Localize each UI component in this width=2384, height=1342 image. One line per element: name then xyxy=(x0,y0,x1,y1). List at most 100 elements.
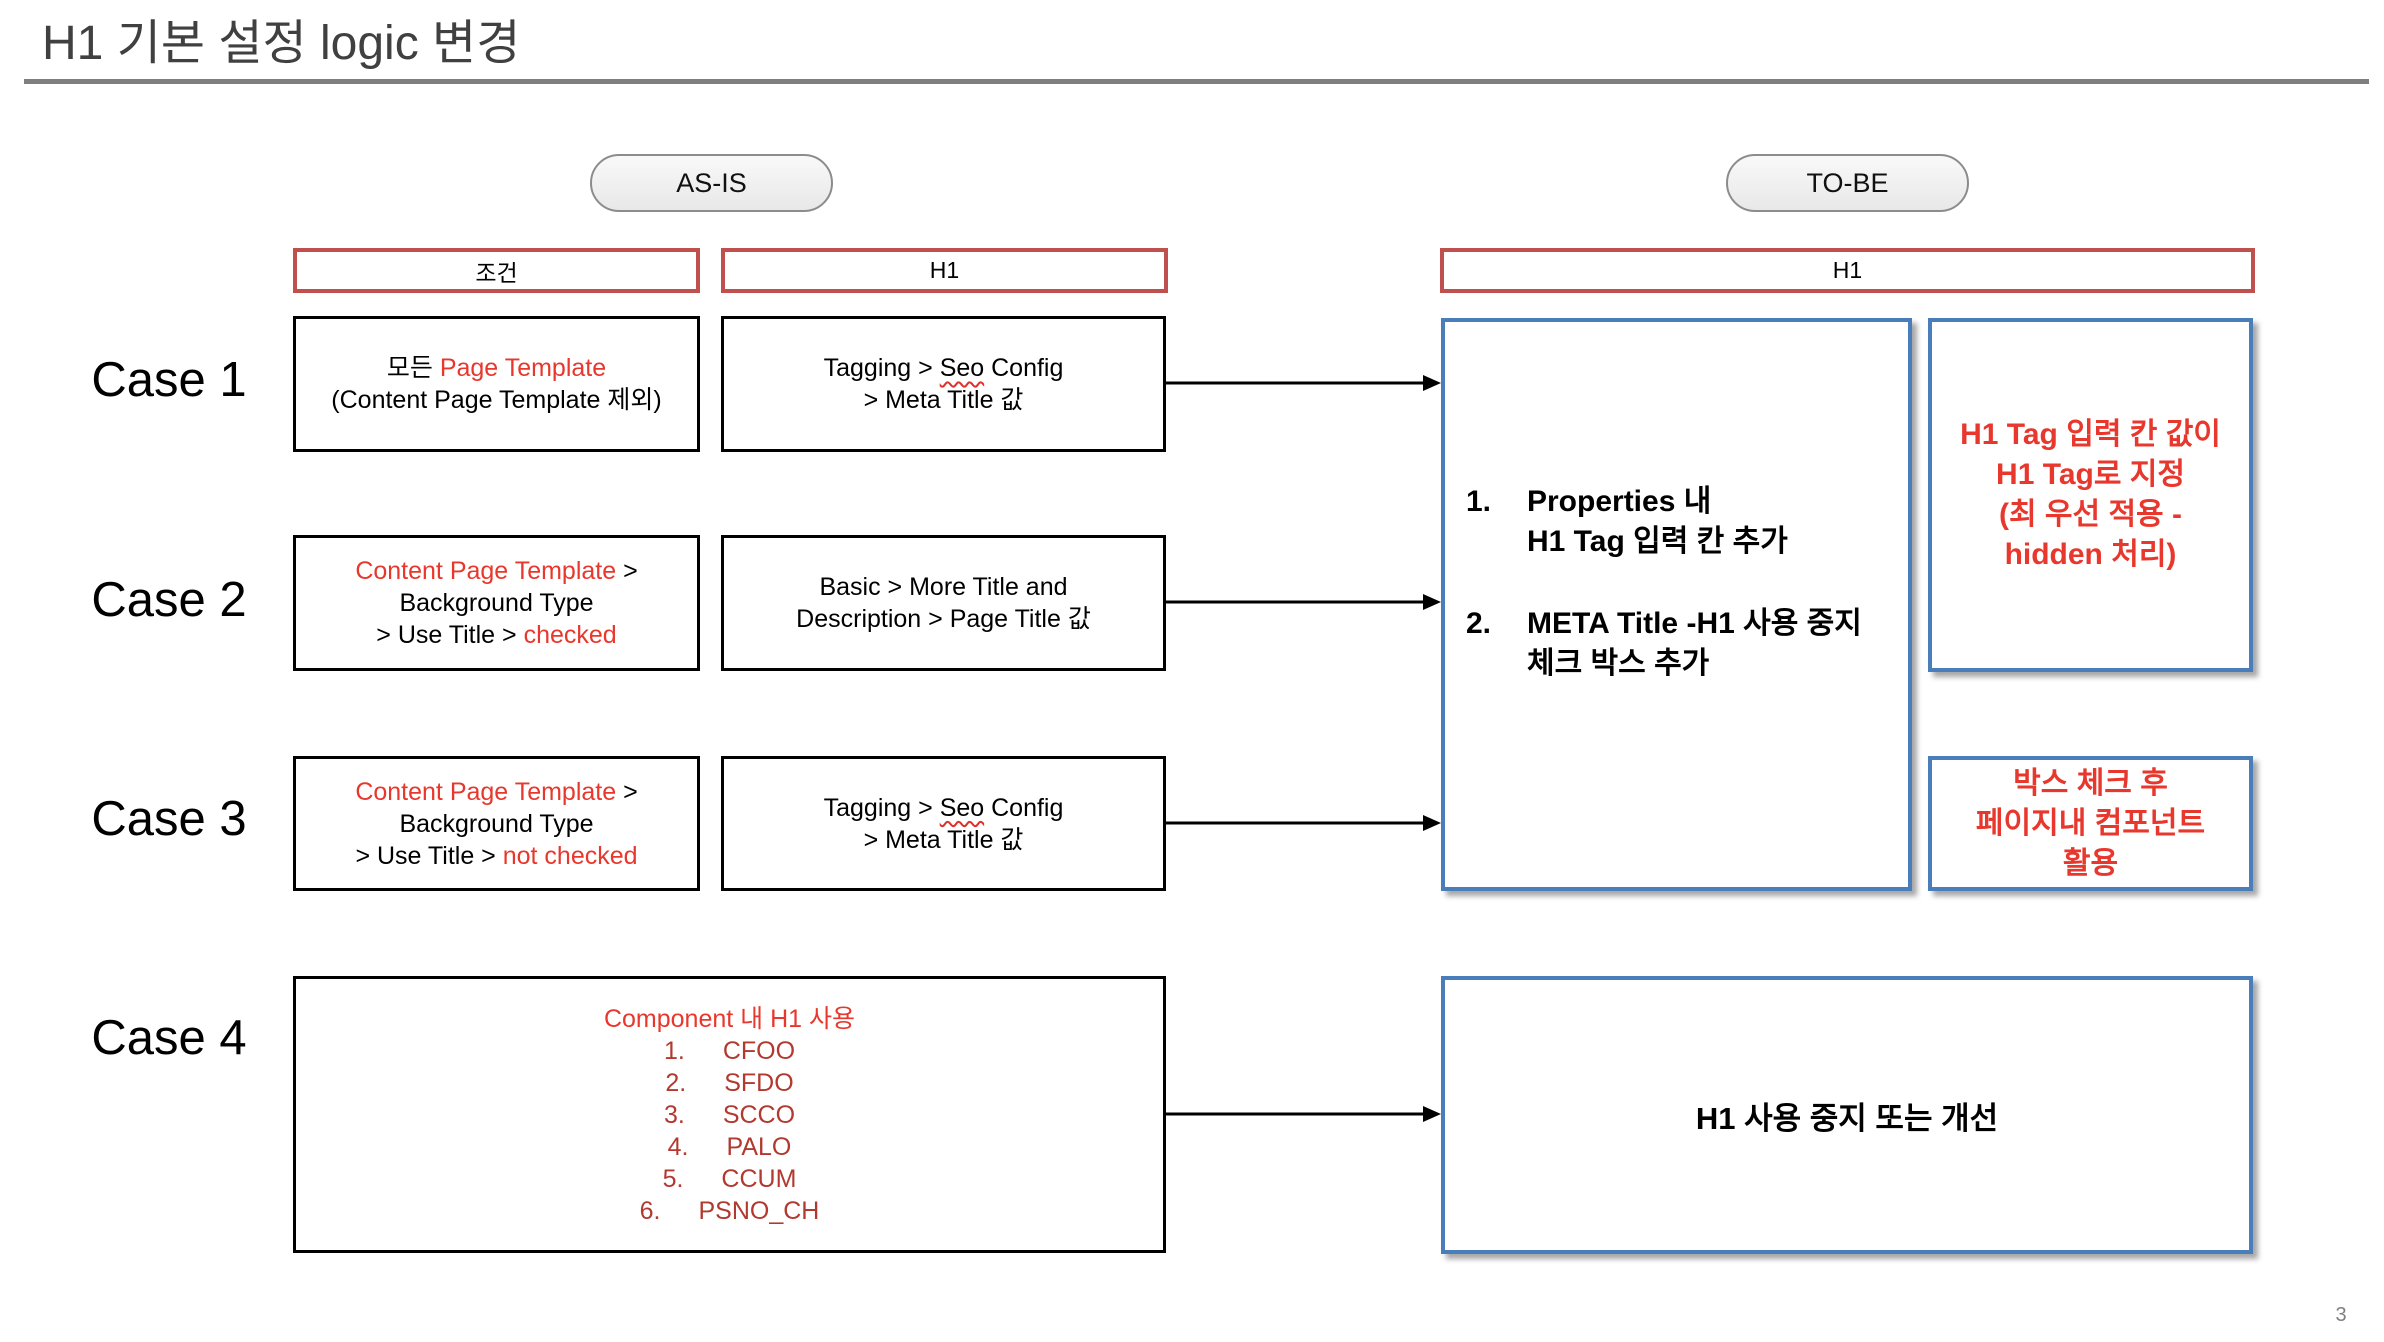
page-number: 3 xyxy=(2335,1304,2347,1326)
arrow-head xyxy=(1423,815,1441,831)
step-line: META Title -H1 사용 중지 xyxy=(1527,607,1862,640)
component-name: PSNO_CH xyxy=(698,1196,820,1225)
note-line: hidden 처리) xyxy=(2004,538,2177,571)
condition-text: 모든 xyxy=(386,354,440,382)
step-line: Properties 내 xyxy=(1527,485,1712,518)
condition-header-label: 조건 xyxy=(475,259,518,286)
component-list-item: 5. CCUM xyxy=(663,1163,797,1195)
case-1-label: Case 1 xyxy=(91,353,247,407)
condition-text: > xyxy=(616,557,638,585)
condition-line: > Use Title > checked xyxy=(376,619,616,651)
h1-source-line: Tagging > Seo Config xyxy=(824,792,1064,824)
case-4-result-text: H1 사용 중지 또는 개선 xyxy=(1695,1100,1999,1136)
h1-source-text: Tagging > xyxy=(823,354,940,382)
as-is-condition-header: 조건 xyxy=(293,248,700,293)
to-be-step-2: 2. META Title -H1 사용 중지 체크 박스 추가 xyxy=(1466,604,1902,684)
case-3-condition-box: Content Page Template > Background Type … xyxy=(293,756,700,891)
arrow-case-4 xyxy=(1166,1106,1441,1122)
case-2-label: Case 2 xyxy=(91,573,247,627)
list-number: 4. xyxy=(667,1132,689,1161)
h1-source-text: > Meta Title 값 xyxy=(863,386,1024,414)
note-line: 활용 xyxy=(2062,846,2119,880)
as-is-h1-header: H1 xyxy=(721,248,1168,293)
arrow-case-2 xyxy=(1166,594,1441,610)
step-line: 체크 박스 추가 xyxy=(1527,647,1710,680)
to-be-section-label: TO-BE xyxy=(1726,154,1969,212)
component-list-item: 3. SCCO xyxy=(664,1099,795,1131)
condition-line: 모든 Page Template xyxy=(387,352,606,384)
title-underline xyxy=(24,79,2369,84)
h1-source-line: > Meta Title 값 xyxy=(864,384,1024,416)
case-2-condition-box: Content Page Template > Background Type … xyxy=(293,535,700,671)
case-1-condition-box: 모든 Page Template (Content Page Template … xyxy=(293,316,700,452)
condition-line: Background Type xyxy=(399,587,593,619)
note-line: H1 Tag로 지정 xyxy=(1996,458,2185,491)
condition-text: > xyxy=(616,777,638,806)
step-number: 1. xyxy=(1466,485,1492,518)
slide-title: H1 기본 설정 logic 변경 xyxy=(42,17,521,70)
to-be-cases-1-3-box: 1. Properties 내 H1 Tag 입력 칸 추가 2. META T… xyxy=(1441,318,1912,891)
step-number: 2. xyxy=(1466,607,1492,640)
list-number: 2. xyxy=(665,1068,687,1097)
note-line: (최 우선 적용 - xyxy=(1999,498,2182,531)
component-list-title: Component 내 H1 사용 xyxy=(603,1004,856,1033)
condition-highlight: checked xyxy=(523,621,617,649)
condition-text: > Use Title > xyxy=(355,841,503,870)
list-number: 3. xyxy=(663,1100,685,1129)
h1-source-text: > Meta Title 값 xyxy=(863,825,1024,854)
condition-text: Background Type xyxy=(399,809,594,838)
note-line: 박스 체크 후 xyxy=(2013,766,2168,800)
component-list-item: 4.PALO xyxy=(668,1131,792,1163)
arrow-case-1 xyxy=(1166,375,1441,391)
h1-source-text: Tagging > xyxy=(823,793,940,822)
case-4-component-box: Component 내 H1 사용 1.CFOO 2. SFDO 3. SCCO 4… xyxy=(293,976,1166,1253)
condition-highlight: not checked xyxy=(502,841,638,870)
condition-line: Content Page Template > xyxy=(355,555,637,587)
case-4-label: Case 4 xyxy=(91,1011,247,1065)
list-number: 5. xyxy=(662,1164,684,1193)
as-is-label-text: AS-IS xyxy=(676,167,747,198)
arrow-case-3 xyxy=(1166,815,1441,831)
to-be-step-1: 1. Properties 내 H1 Tag 입력 칸 추가 xyxy=(1466,482,1902,562)
component-name: CCUM xyxy=(721,1164,797,1193)
condition-highlight: Content Page Template xyxy=(355,777,617,806)
as-is-h1-header-label: H1 xyxy=(929,257,960,283)
condition-highlight: Content Page Template xyxy=(355,557,617,585)
component-list-item: 1.CFOO xyxy=(664,1035,795,1067)
component-name: SCCO xyxy=(722,1100,796,1129)
h1-source-line: Basic > More Title and xyxy=(819,571,1067,603)
condition-highlight: Page Template xyxy=(439,354,607,382)
case-3-label: Case 3 xyxy=(91,792,247,846)
condition-text: (Content Page Template 제외) xyxy=(331,386,662,414)
to-be-label-text: TO-BE xyxy=(1806,167,1889,198)
case-3-h1-source-box: Tagging > Seo Config > Meta Title 값 xyxy=(721,756,1166,891)
note-line: H1 Tag 입력 칸 값이 xyxy=(1960,418,2221,451)
arrow-head xyxy=(1423,1106,1441,1122)
step-line: H1 Tag 입력 칸 추가 xyxy=(1527,525,1788,558)
spellcheck-flagged-word: Seo xyxy=(939,354,985,382)
to-be-steps: 1. Properties 내 H1 Tag 입력 칸 추가 2. META T… xyxy=(1466,482,1902,684)
component-list-item: 6. PSNO_CH xyxy=(640,1195,820,1227)
list-number: 6. xyxy=(639,1196,661,1225)
arrow-head xyxy=(1423,594,1441,610)
h1-source-text: Description > Page Title 값 xyxy=(796,605,1091,633)
as-is-section-label: AS-IS xyxy=(590,154,833,212)
step-text: META Title -H1 사용 중지 체크 박스 추가 xyxy=(1527,604,1862,684)
component-name: SFDO xyxy=(724,1068,794,1097)
h1-source-text: Basic > More Title and xyxy=(819,573,1068,601)
note-line: 페이지내 컴포넌트 xyxy=(1975,806,2206,840)
list-number: 1. xyxy=(663,1036,685,1065)
case-1-h1-source-box: Tagging > Seo Config > Meta Title 값 xyxy=(721,316,1166,452)
condition-line: (Content Page Template 제외) xyxy=(331,384,661,416)
spellcheck-flagged-word: Seo xyxy=(939,793,985,822)
h1-source-line: > Meta Title 값 xyxy=(864,824,1024,856)
condition-line: Content Page Template > xyxy=(355,776,637,808)
to-be-properties-note: H1 Tag 입력 칸 값이 H1 Tag로 지정 (최 우선 적용 - hid… xyxy=(1928,318,2253,672)
h1-source-line: Tagging > Seo Config xyxy=(824,352,1064,384)
to-be-h1-header: H1 xyxy=(1440,248,2255,293)
h1-source-text: Config xyxy=(984,354,1064,382)
h1-source-text: Config xyxy=(984,793,1064,822)
condition-line: > Use Title > not checked xyxy=(355,840,637,872)
case-2-h1-source-box: Basic > More Title and Description > Pag… xyxy=(721,535,1166,671)
